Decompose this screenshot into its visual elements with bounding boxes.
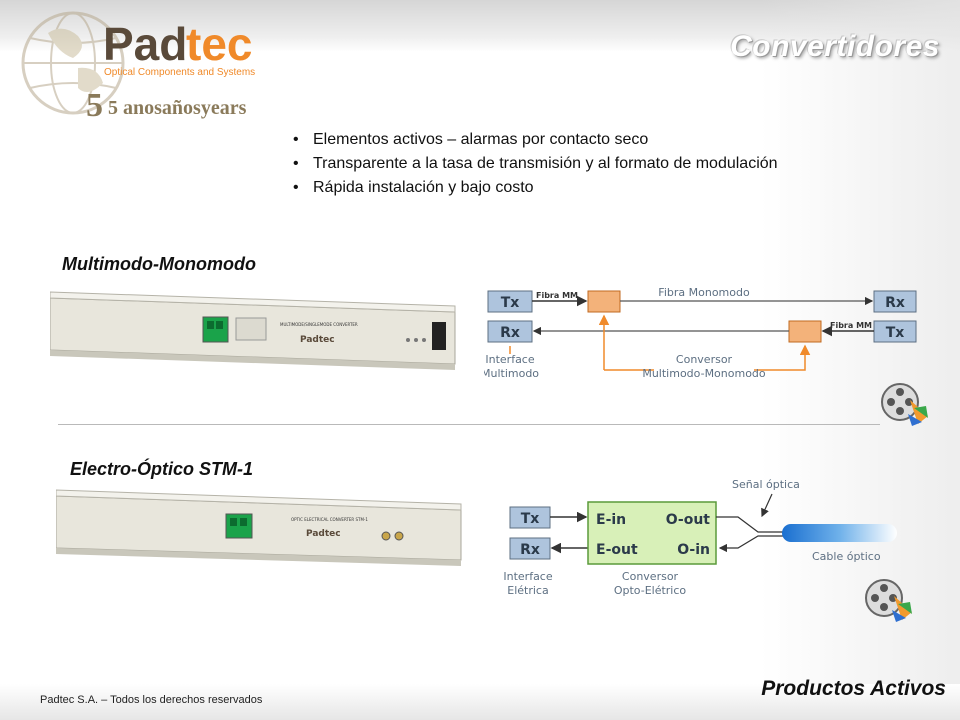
footer-copyright: Padtec S.A. – Todos los derechos reserva… xyxy=(40,694,263,706)
logo-word-pad: Pad xyxy=(103,18,187,70)
section-divider xyxy=(58,424,880,425)
globe-icon xyxy=(21,11,125,115)
video-reel-icon[interactable] xyxy=(862,574,914,624)
box-tx: Tx xyxy=(521,511,540,527)
diagram-electro-optico: Tx Rx E-in E-out O-out O-in Señal óptica… xyxy=(503,478,897,597)
svg-text:Fibra MM: Fibra MM xyxy=(536,291,578,300)
device-panel-text: MULTIMODE/SINGLEMODE CONVERTER xyxy=(280,322,358,327)
slide-title: Convertidores xyxy=(730,30,940,63)
footer-label: Productos Activos xyxy=(761,677,946,700)
device-image-electro-optico: OPTIC ELECTRICAL CONVERTER STM-1 Padtec xyxy=(56,489,462,566)
box-tx-right: Tx xyxy=(886,325,905,341)
svg-text:Padtec: Padtec xyxy=(300,335,335,345)
svg-text:Multimodo: Multimodo xyxy=(484,367,539,380)
svg-text:Multimodo-Monomodo: Multimodo-Monomodo xyxy=(642,367,766,380)
diagram-multimodo: Tx Rx Rx Tx Fibra MM Fibra Monomodo Fibr… xyxy=(484,286,917,380)
label-o-out: O-out xyxy=(666,512,711,528)
svg-text:Fibra Monomodo: Fibra Monomodo xyxy=(658,286,750,299)
logo-word-tec: tec xyxy=(186,18,252,70)
footer-band xyxy=(0,684,960,720)
svg-text:5: 5 xyxy=(86,87,103,123)
background-fade xyxy=(760,0,960,720)
label-e-in: E-in xyxy=(596,512,626,528)
section-heading-multimodo: Multimodo-Monomodo xyxy=(62,254,256,274)
svg-text:Elétrica: Elétrica xyxy=(507,584,548,597)
svg-text:Interface: Interface xyxy=(485,353,534,366)
box-tx-left: Tx xyxy=(501,295,520,311)
svg-text:Fibra MM: Fibra MM xyxy=(830,321,872,330)
padtec-logo: Pad tec Optical Components and Systems 5… xyxy=(21,11,255,123)
bullet-item: •Elementos activos – alarmas por contact… xyxy=(293,131,649,148)
svg-text:Cable óptico: Cable óptico xyxy=(812,550,881,563)
box-rx-left: Rx xyxy=(500,325,520,341)
svg-text:Señal óptica: Señal óptica xyxy=(732,478,800,491)
svg-text:Conversor: Conversor xyxy=(676,353,733,366)
logo-anniversary: 5 anosañosyears xyxy=(108,97,247,119)
device-panel-text: OPTIC ELECTRICAL CONVERTER STM-1 xyxy=(291,517,368,522)
svg-text:Interface: Interface xyxy=(503,570,552,583)
bullet-item: •Rápida instalación y bajo costo xyxy=(293,179,534,196)
bullet-item: •Transparente a la tasa de transmisión y… xyxy=(293,155,778,172)
label-e-out: E-out xyxy=(596,542,638,558)
video-reel-icon[interactable] xyxy=(878,378,930,428)
logo-tagline: Optical Components and Systems xyxy=(104,67,255,78)
svg-text:Conversor: Conversor xyxy=(622,570,679,583)
box-rx: Rx xyxy=(520,542,540,558)
box-rx-right: Rx xyxy=(885,295,905,311)
svg-text:Opto-Elétrico: Opto-Elétrico xyxy=(614,584,687,597)
bullet-list: •Elementos activos – alarmas por contact… xyxy=(293,128,778,200)
svg-text:Padtec: Padtec xyxy=(306,529,341,539)
section-heading-electro-optico: Electro-Óptico STM-1 xyxy=(70,459,254,479)
device-image-multimodo: MULTIMODE/SINGLEMODE CONVERTER Padtec xyxy=(50,291,456,370)
label-o-in: O-in xyxy=(677,542,710,558)
